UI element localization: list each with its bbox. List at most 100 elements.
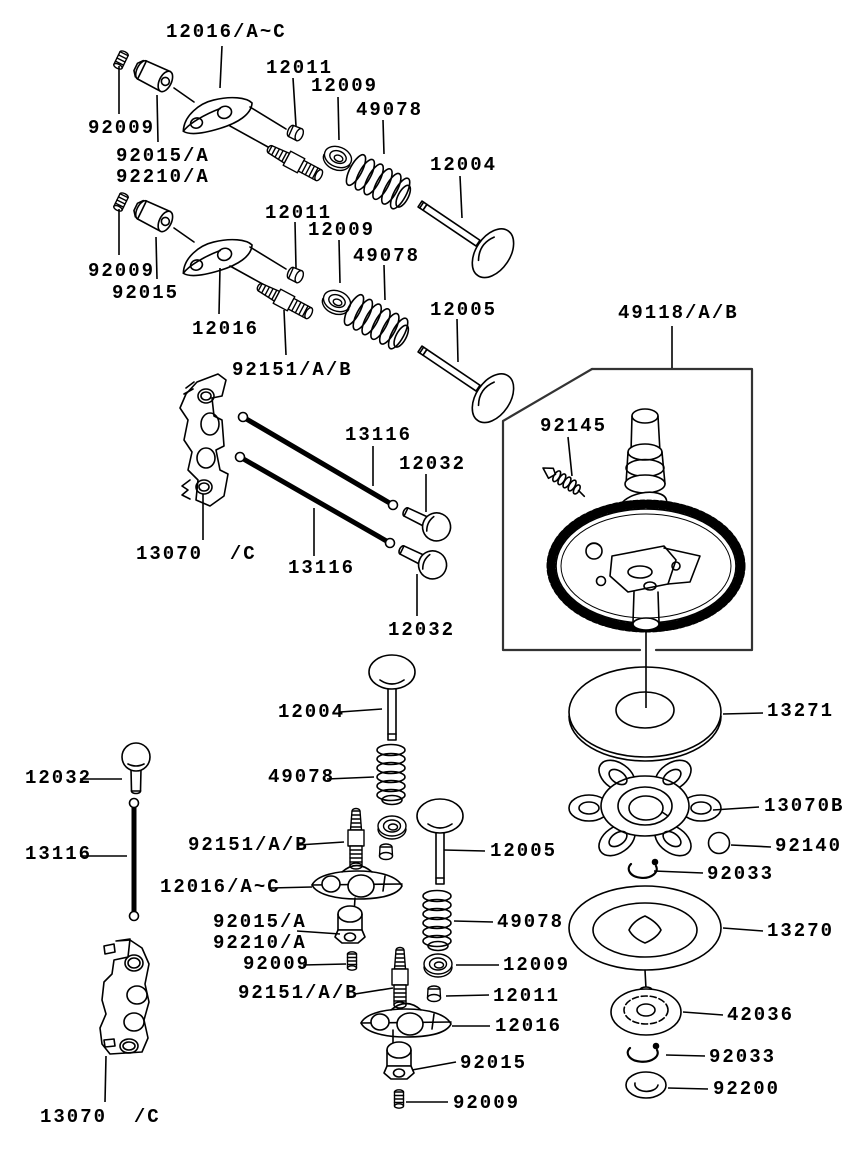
rocker-arm-drawing-center2 — [360, 1002, 452, 1038]
adjust-screw-drawing-center2 — [391, 946, 409, 1009]
part-label-92145: 92145 — [540, 415, 607, 437]
part-label-12005-top: 12005 — [430, 299, 497, 321]
set-screw-drawing-center2 — [393, 1089, 405, 1109]
part-label-49078-center1: 49078 — [268, 766, 335, 788]
valve-cap-drawing-top2 — [284, 265, 306, 285]
valve-cap-drawing-center2 — [426, 985, 442, 1003]
valve-drawing-12004-top — [404, 180, 523, 286]
part-label-12016-top: 12016 — [192, 318, 259, 340]
push-rod-drawing-1 — [237, 411, 399, 511]
part-label-12009-top2: 12009 — [308, 219, 375, 241]
part-label-92015-top: 92015 — [112, 282, 179, 304]
set-screw-drawing-top2 — [112, 190, 130, 214]
clip-drawing-92033-lower — [626, 1042, 660, 1063]
part-label-92009-top1: 92009 — [88, 117, 155, 139]
part-label-13070B: 13070B — [764, 795, 844, 817]
assembly-line — [173, 227, 195, 243]
part-label-42036: 42036 — [727, 1004, 794, 1026]
push-rod-drawing-2 — [234, 451, 396, 549]
part-label-12011-top1: 12011 — [266, 57, 333, 79]
push-rod-drawing-left — [128, 797, 140, 922]
camshaft-drawing — [546, 408, 746, 633]
clip-drawing-92033-upper — [627, 858, 659, 879]
adjust-screw-drawing-top1 — [263, 140, 326, 185]
part-label-12016-center: 12016 — [495, 1015, 562, 1037]
plate-drawing-13270 — [568, 885, 722, 971]
rocker-arm-drawing-center1 — [311, 864, 403, 900]
valve-drawing-12004-center — [368, 654, 416, 741]
part-label-92151ab-top: 92151/A/B — [232, 359, 353, 381]
part-labels: 12016/A~C 12011 12009 49078 92009 92015/… — [25, 21, 844, 1128]
part-label-92140: 92140 — [775, 835, 842, 857]
part-label-92033-lower: 92033 — [709, 1046, 776, 1068]
spring-retainer-drawing-top2 — [318, 285, 355, 320]
part-label-92210a-top: 92210/A — [116, 166, 210, 188]
pivot-drawing-top1 — [130, 56, 177, 95]
part-label-92200: 92200 — [713, 1078, 780, 1100]
pivot-drawing-center1 — [334, 905, 366, 944]
assembly-line — [249, 106, 287, 130]
part-label-13270: 13270 — [767, 920, 834, 942]
plate-drawing-13070B — [568, 759, 722, 857]
washer-drawing-92200 — [625, 1071, 667, 1099]
part-label-92009-top2: 92009 — [88, 260, 155, 282]
part-label-12005-center: 12005 — [490, 840, 557, 862]
part-label-12032-left: 12032 — [25, 767, 92, 789]
part-label-12009-top1: 12009 — [311, 75, 378, 97]
spring-seat-drawing-center — [377, 815, 407, 840]
part-label-92015a-top: 92015/A — [116, 145, 210, 167]
part-label-49118ab: 49118/A/B — [618, 302, 739, 324]
pivot-drawing-center2 — [383, 1041, 415, 1080]
sleeve-drawing-42036 — [610, 969, 682, 1036]
set-screw-drawing-center1 — [346, 950, 358, 972]
part-label-92009-bottom: 92009 — [453, 1092, 520, 1114]
camshaft-box — [501, 367, 754, 652]
tappet-drawing-2 — [392, 535, 453, 585]
part-label-12032-mid1: 12032 — [399, 453, 466, 475]
governor-spring-drawing-92145 — [542, 467, 586, 498]
tappet-drawing-left — [121, 742, 151, 795]
spring-retainer-drawing-center — [423, 953, 453, 978]
guide-plate-drawing-bottom — [99, 938, 150, 1055]
rocker-arm-drawing-top1 — [176, 88, 258, 140]
part-label-12032-mid2: 12032 — [388, 619, 455, 641]
part-label-13116-mid1: 13116 — [345, 424, 412, 446]
pivot-drawing-top2 — [130, 196, 177, 235]
valve-drawing-12005-center — [416, 798, 464, 885]
part-label-12016ac-top: 12016/A~C — [166, 21, 287, 43]
part-label-49078-center2: 49078 — [497, 911, 564, 933]
valve-drawing-12005-top — [404, 325, 523, 431]
assembly-line — [249, 246, 287, 270]
part-label-49078-top1: 49078 — [356, 99, 423, 121]
part-label-12011-center: 12011 — [493, 985, 560, 1007]
leader-lines — [80, 45, 772, 1103]
part-label-12009-center: 12009 — [503, 954, 570, 976]
assembly-line — [229, 125, 269, 148]
valve-spring-drawing-center-right — [422, 889, 452, 952]
part-label-92009-center: 92009 — [243, 953, 310, 975]
adjust-screw-drawing-center1 — [347, 807, 365, 870]
valve-spring-drawing-top2 — [339, 291, 415, 354]
valve-spring-drawing-center-left — [376, 743, 406, 806]
part-label-13271: 13271 — [767, 700, 834, 722]
part-label-13070c-mid: 13070 /C — [136, 543, 257, 565]
valve-cap-drawing-center1 — [378, 843, 394, 861]
part-label-92015a-center: 92015/A — [213, 911, 307, 933]
part-label-13116-left: 13116 — [25, 843, 92, 865]
part-label-92210a-center: 92210/A — [213, 932, 307, 954]
part-label-92015-bottom: 92015 — [460, 1052, 527, 1074]
assembly-line — [173, 87, 195, 103]
valve-spring-drawing-top1 — [341, 151, 417, 214]
part-label-12011-top2: 12011 — [265, 202, 332, 224]
part-label-13070c-bottom: 13070 /C — [40, 1106, 161, 1128]
part-label-12004-center: 12004 — [278, 701, 345, 723]
part-label-92151ab-c1: 92151/A/B — [188, 834, 309, 856]
part-label-49078-top2: 49078 — [353, 245, 420, 267]
part-label-12004-top: 12004 — [430, 154, 497, 176]
part-label-13116-mid2: 13116 — [288, 557, 355, 579]
guide-plate-drawing-top — [179, 373, 229, 507]
part-label-12016ac-center: 12016/A~C — [160, 876, 281, 898]
ball-drawing-92140 — [707, 831, 731, 855]
